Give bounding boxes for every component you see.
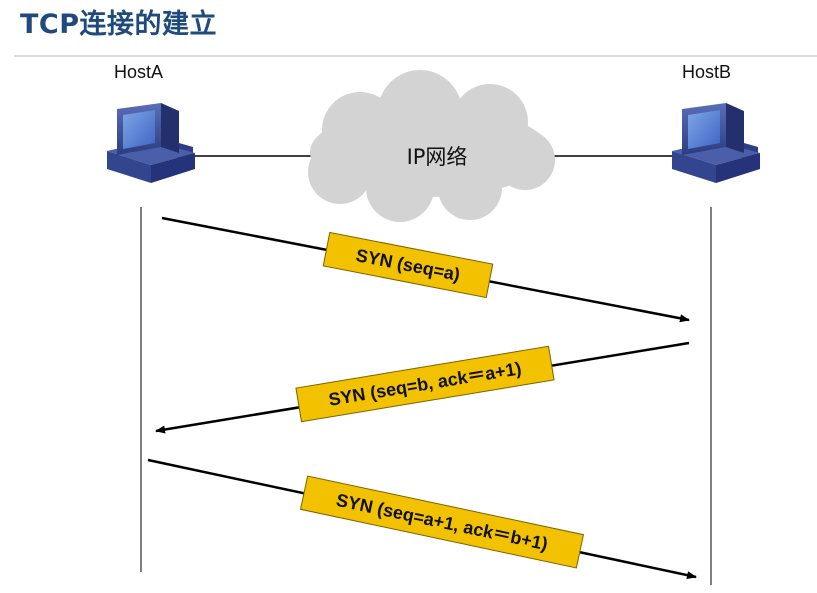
cloud-icon xyxy=(308,70,555,222)
network-label: IP网络 xyxy=(407,145,468,169)
message-2-label-box: SYN (seq=b, ack＝a+1) xyxy=(295,345,555,423)
host-b-computer-icon xyxy=(672,103,760,183)
host-a-label: HostA xyxy=(114,62,164,82)
title-divider xyxy=(14,55,817,57)
host-b-label: HostB xyxy=(682,62,732,82)
message-3-label-box: SYN (seq=a+1, ack＝b+1) xyxy=(299,475,585,569)
page-title: TCP连接的建立 xyxy=(20,9,218,40)
message-1-label-box: SYN (seq=a) xyxy=(322,231,494,299)
host-a-computer-icon xyxy=(107,103,195,183)
